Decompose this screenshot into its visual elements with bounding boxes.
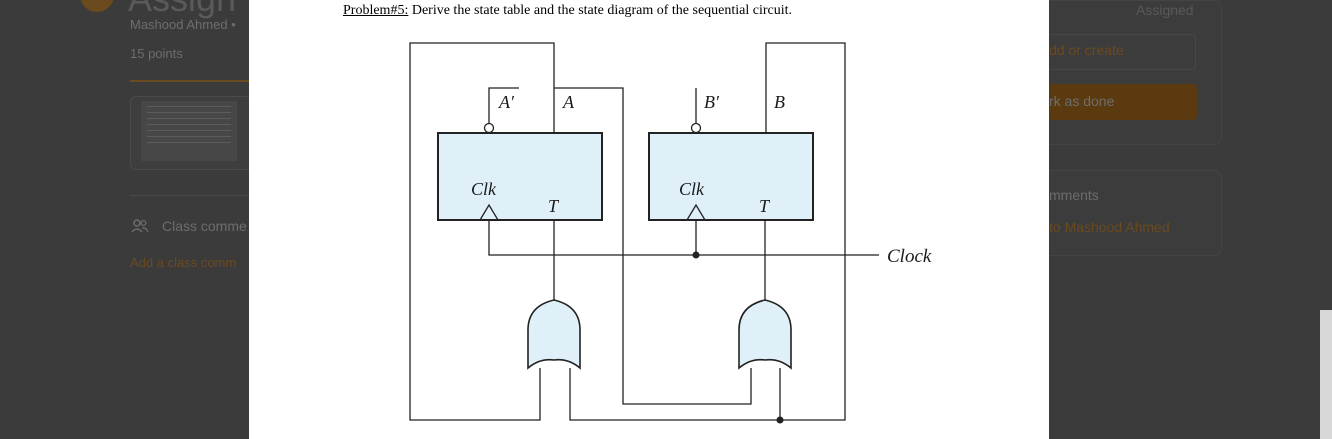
t-label-b: T [759, 196, 771, 216]
junction-dot-b [776, 416, 784, 424]
t-label-a: T [548, 196, 560, 216]
inverted-output-bubble-a [483, 122, 495, 134]
add-or-create-label: dd or create [1049, 42, 1124, 58]
add-private-comment-link[interactable]: to Mashood Ahmed [1049, 219, 1170, 235]
mark-as-done-label: rk as done [1049, 93, 1115, 109]
problem-label: Problem#5: [343, 3, 409, 18]
clk-label-b: Clk [679, 179, 705, 199]
wire-b-feedback [765, 42, 846, 421]
wire-a-neg-stub [488, 87, 519, 123]
clock-triangle-a [478, 203, 500, 221]
assignment-points: 15 points [130, 46, 183, 61]
pdf-page: Problem#5: Derive the state table and th… [249, 0, 1049, 439]
clock-triangle-b [685, 203, 707, 221]
private-comments-card [1049, 170, 1222, 256]
output-b-neg-label: B′ [704, 92, 720, 112]
circuit-diagram: A′ A B′ B Clk Clk T T Clock [409, 42, 932, 424]
assignment-icon [80, 0, 114, 12]
status-badge: Assigned [1136, 2, 1194, 18]
problem-text: Derive the state table and the state dia… [408, 3, 793, 18]
flip-flop-a [437, 132, 603, 221]
your-work-card [1049, 0, 1222, 145]
output-a-neg-label: A′ [498, 92, 515, 112]
assignment-author: Mashood Ahmed • [130, 17, 236, 32]
header-divider [130, 80, 250, 82]
mark-as-done-button[interactable]: rk as done [1049, 84, 1197, 120]
clk-label-a: Clk [471, 179, 497, 199]
wire-a-to-gate-b [554, 87, 752, 405]
output-a-label: A [562, 92, 575, 112]
clock-input-label: Clock [887, 246, 932, 267]
wire-clock [488, 220, 879, 256]
or-gate-b [738, 299, 792, 370]
attachment-thumbnail [141, 101, 237, 161]
output-b-label: B [774, 92, 785, 112]
scrollbar-thumb[interactable] [1320, 310, 1332, 439]
assignment-title-fragment: Assign [128, 0, 236, 20]
add-class-comment-link[interactable]: Add a class comm [130, 255, 237, 270]
class-comments-heading: Class comme [162, 218, 247, 234]
flip-flop-b [648, 132, 814, 221]
section-divider [130, 195, 250, 196]
attachment-card[interactable] [130, 96, 252, 170]
wire-a-feedback [409, 42, 555, 421]
or-gate-a [527, 299, 581, 370]
wire-b-to-gate-a [569, 368, 780, 421]
add-or-create-button[interactable]: dd or create [1049, 34, 1196, 70]
junction-dot-clock [692, 251, 700, 259]
problem-statement: Problem#5: Derive the state table and th… [343, 3, 792, 19]
inverted-output-bubble-b [690, 122, 702, 134]
private-comments-heading: mments [1049, 187, 1099, 203]
people-icon [131, 219, 149, 233]
